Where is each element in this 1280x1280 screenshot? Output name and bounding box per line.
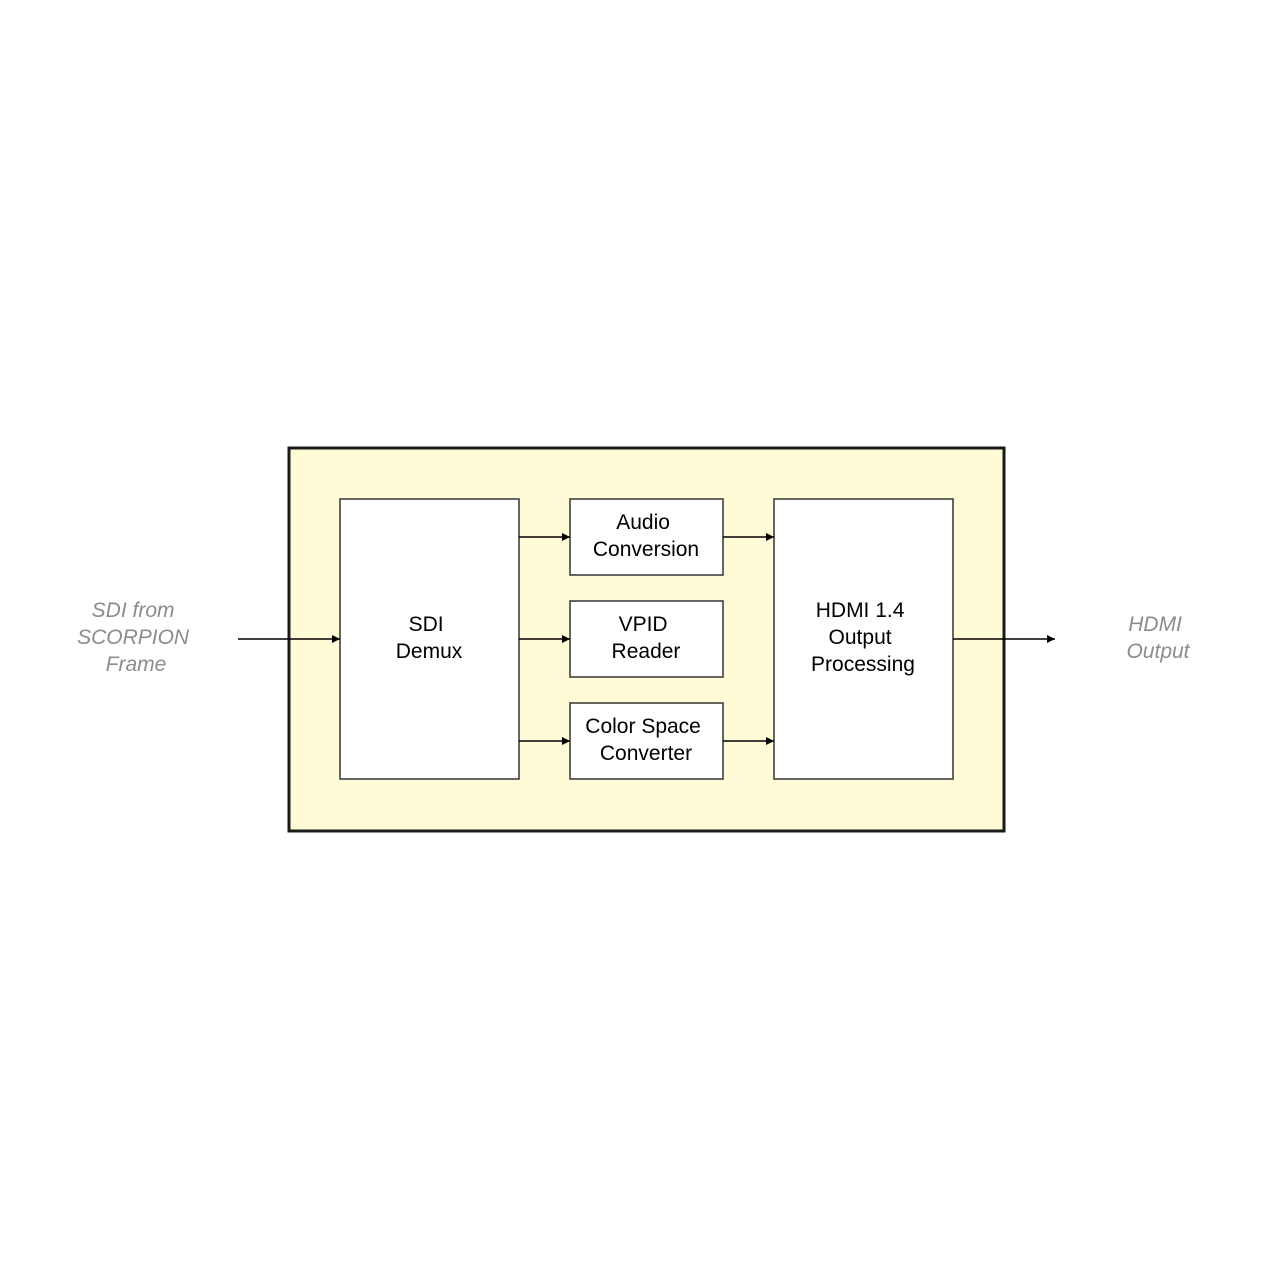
output-label: HDMI Output [1126, 613, 1190, 663]
input-label: SDI from SCORPION Frame [77, 599, 195, 676]
color-space-converter-label: Color Space Converter [585, 715, 706, 765]
audio-conversion-label: Audio Conversion [593, 511, 699, 561]
sdi-demux-label: SDI Demux [396, 613, 463, 663]
audio-conversion-block [569, 498, 724, 576]
vpid-reader-label: VPID Reader [612, 613, 681, 663]
vpid-reader-block [569, 600, 724, 678]
hdmi-output-processing-label: HDMI 1.4 Output Processing [811, 599, 915, 676]
sdi-demux-block [339, 498, 520, 780]
color-space-converter-block [569, 702, 724, 780]
hdmi-output-processing-block [773, 498, 954, 780]
